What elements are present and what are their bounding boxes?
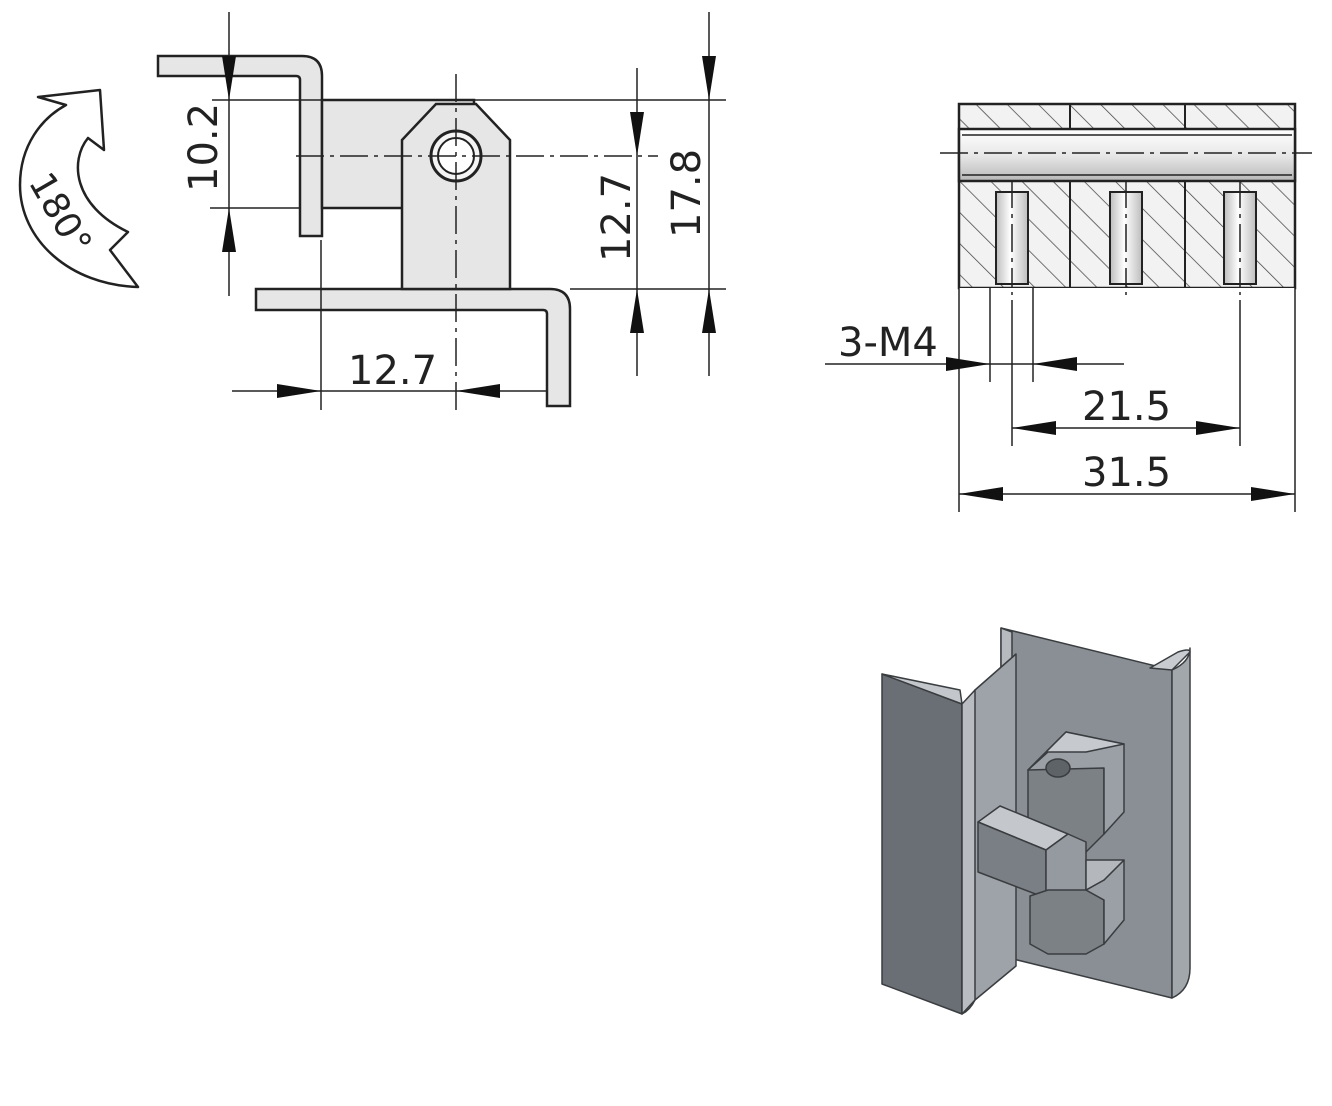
svg-text:12.7: 12.7 (594, 173, 640, 262)
svg-text:31.5: 31.5 (1082, 450, 1171, 496)
dim-hole-spacing: 21.5 (1012, 384, 1240, 435)
svg-text:10.2: 10.2 (181, 103, 227, 192)
svg-text:21.5: 21.5 (1082, 384, 1171, 430)
rotation-arrow-icon: 180° (18, 88, 140, 289)
hinge-knuckles (977, 731, 1125, 955)
dim-flange-height: 10.2 (181, 12, 236, 296)
dim-total-height: 17.8 (664, 12, 716, 376)
side-view: 180° 10.2 12.7 (18, 12, 726, 410)
dim-offset: 12.7 (232, 348, 546, 398)
hinge-3d-view (881, 627, 1191, 1015)
bolt-holes (995, 180, 1257, 295)
dim-knuckle-center: 12.7 (594, 68, 644, 376)
section-view: 3-M4 21.5 31.5 (825, 102, 1312, 512)
svg-text:17.8: 17.8 (664, 149, 710, 238)
svg-text:3-M4: 3-M4 (838, 320, 938, 366)
dim-thread: 3-M4 (825, 320, 1124, 371)
lower-leaf (254, 287, 572, 408)
hinge-pin (957, 127, 1297, 183)
svg-text:12.7: 12.7 (348, 348, 437, 394)
upper-leaf (156, 54, 324, 238)
dim-total-length: 31.5 (959, 450, 1295, 501)
